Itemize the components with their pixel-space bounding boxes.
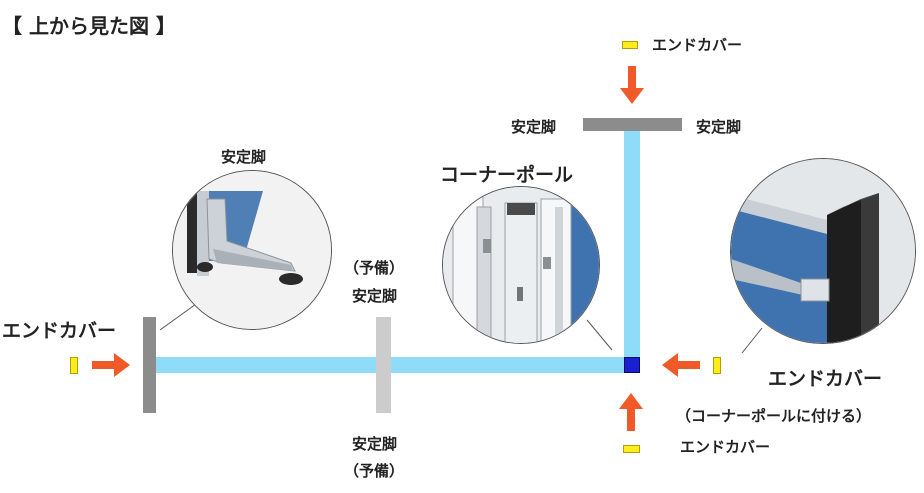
orange-arrow-icon: [92, 353, 130, 377]
end-cover-marker-top: [622, 41, 638, 49]
end-cover-label-bottom: エンドカバー: [680, 438, 771, 456]
orange-arrow-icon: [620, 66, 644, 104]
spare-stand-foot-label-top-line2: 安定脚: [352, 287, 398, 305]
diagram-title: 【 上から見た図 】: [2, 14, 176, 38]
corner-note-label: （コーナーポールに付ける）: [676, 407, 872, 425]
end-cover-marker-left: [70, 357, 78, 374]
stand-foot-illustration: [173, 171, 331, 329]
end-cover-marker-bottom: [623, 445, 640, 453]
end-cover-photo: [730, 158, 916, 344]
orange-arrow-icon: [662, 353, 700, 377]
stand-foot-left: [143, 317, 156, 413]
end-cover-label-right: エンドカバー: [768, 368, 883, 390]
spare-stand-foot-label-bottom-line2: （予備）: [344, 462, 405, 480]
corner-pole-label: コーナーポール: [440, 164, 574, 186]
end-cover-marker-right: [713, 357, 721, 374]
corner-pole-photo: [442, 186, 600, 344]
end-cover-label-left: エンドカバー: [2, 320, 117, 342]
end-cover-illustration: [731, 159, 915, 343]
spare-stand-foot-label-bottom-line1: 安定脚: [352, 435, 398, 453]
stand-foot-label-top-right: 安定脚: [696, 118, 742, 136]
corner-pole-square: [624, 357, 640, 373]
corner-pole-illustration: [443, 187, 599, 343]
vertical-panel: [624, 118, 640, 372]
stand-foot-top: [583, 118, 682, 131]
stand-foot-label-circle: 安定脚: [221, 148, 267, 166]
orange-arrow-icon: [619, 393, 643, 431]
spare-stand-foot-label-top-line1: （予備）: [344, 259, 405, 277]
horizontal-panel: [143, 357, 640, 373]
end-cover-label-top: エンドカバー: [652, 36, 743, 54]
spare-stand-foot-middle: [376, 317, 391, 413]
stand-foot-label-top-left: 安定脚: [511, 118, 557, 136]
stand-foot-photo: [172, 170, 332, 330]
